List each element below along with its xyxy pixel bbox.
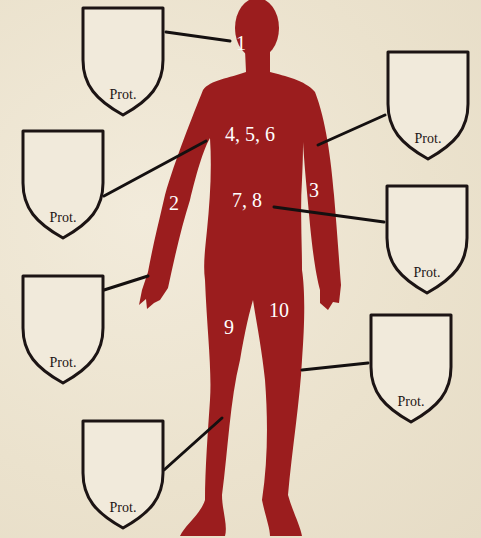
callout-number: 2 <box>169 192 179 214</box>
shield-label: Prot. <box>80 500 166 516</box>
shield-box: Prot. <box>384 183 470 295</box>
leader-line <box>274 207 384 222</box>
leader-line <box>166 32 230 41</box>
shield-box: Prot. <box>20 273 106 385</box>
shield-label: Prot. <box>385 131 471 147</box>
shield-box: Prot. <box>80 418 166 530</box>
leader-line <box>164 418 222 470</box>
callout-number: 1 <box>236 32 246 54</box>
callout-number: 4, 5, 6 <box>225 123 275 145</box>
shield-box: Prot. <box>385 49 471 161</box>
shield-label: Prot. <box>20 355 106 371</box>
leader-line <box>104 141 206 196</box>
shield-box: Prot. <box>80 5 166 117</box>
shield-label: Prot. <box>20 210 106 226</box>
leader-line <box>318 115 385 145</box>
callout-number: 10 <box>269 299 289 321</box>
shield-box: Prot. <box>20 128 106 240</box>
callout-number: 7, 8 <box>232 189 262 211</box>
shield-label: Prot. <box>384 265 470 281</box>
body <box>139 50 341 536</box>
shield-label: Prot. <box>80 87 166 103</box>
callout-number: 3 <box>309 179 319 201</box>
leader-line <box>104 276 148 290</box>
body-silhouette <box>139 0 341 536</box>
callout-number: 9 <box>224 316 234 338</box>
leader-line <box>302 363 368 370</box>
shield-label: Prot. <box>368 394 454 410</box>
shield-box: Prot. <box>368 312 454 424</box>
head <box>235 0 279 58</box>
